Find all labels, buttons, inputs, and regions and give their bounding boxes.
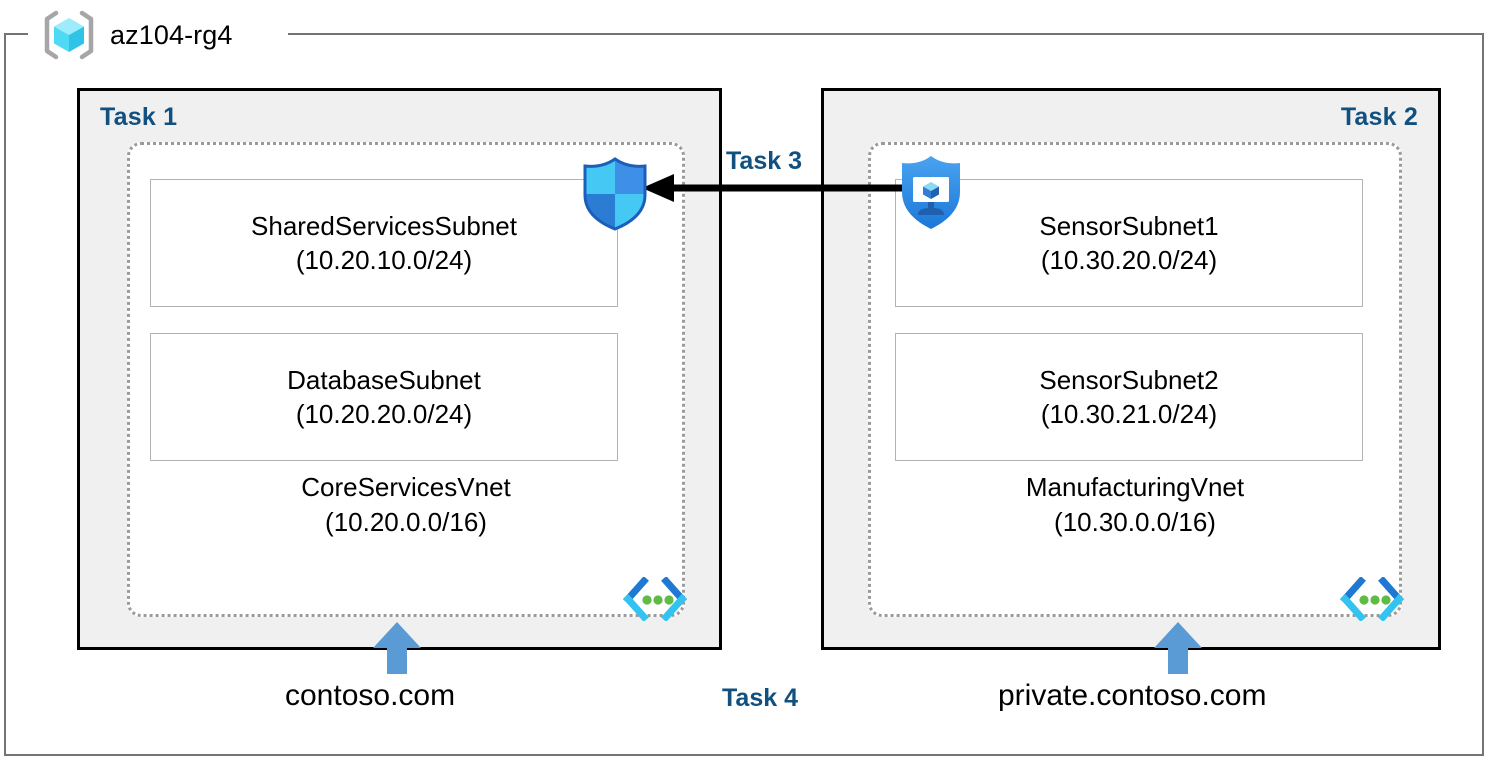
- up-arrow-icon: [373, 622, 421, 674]
- task-panel-1: Task 1 SharedServicesSubnet (10.20.10.0/…: [77, 88, 722, 650]
- vnet-cidr: (10.20.0.0/16): [325, 506, 487, 537]
- task-panel-2: Task 2 SensorSubnet1 (10.30.20.0/24) Sen…: [821, 88, 1441, 650]
- task-2-label: Task 2: [1340, 103, 1418, 131]
- task-1-label: Task 1: [100, 103, 178, 131]
- dns-zone-label-contoso: contoso.com: [285, 679, 456, 712]
- subnet-shared-services: SharedServicesSubnet (10.20.10.0/24): [150, 179, 618, 307]
- vnet-caption: ManufacturingVnet (10.30.0.0/16): [871, 470, 1399, 539]
- subnet-cidr: (10.20.20.0/24): [295, 399, 473, 429]
- resource-group-cube-icon: [40, 9, 98, 61]
- vnet-core-services: SharedServicesSubnet (10.20.10.0/24) Dat…: [127, 142, 687, 622]
- task-4-label: Task 4: [722, 684, 798, 712]
- subnet-name: SensorSubnet2: [1039, 364, 1219, 395]
- subnet-cidr: (10.20.10.0/24): [295, 245, 473, 275]
- vnet-name: ManufacturingVnet: [1025, 472, 1245, 502]
- subnet-cidr: (10.30.21.0/24): [1040, 399, 1218, 429]
- resource-group-name: az104-rg4: [110, 19, 233, 50]
- virtual-network-icon: [1339, 576, 1405, 622]
- security-shield-icon: [578, 155, 652, 233]
- up-arrow-icon: [1154, 622, 1202, 674]
- subnet-name: SharedServicesSubnet: [251, 210, 517, 241]
- peering-arrow-icon: [640, 172, 912, 204]
- subnet-sensor-1: SensorSubnet1 (10.30.20.0/24): [895, 179, 1363, 307]
- subnet-name: DatabaseSubnet: [287, 364, 481, 395]
- vnet-name: CoreServicesVnet: [301, 472, 511, 502]
- subnet-sensor-2: SensorSubnet2 (10.30.21.0/24): [895, 333, 1363, 461]
- virtual-network-icon: [622, 576, 688, 622]
- subnet-database: DatabaseSubnet (10.20.20.0/24): [150, 333, 618, 461]
- resource-group-frame: [4, 33, 1484, 756]
- subnet-cidr: (10.30.20.0/24): [1040, 245, 1218, 275]
- monitor-shield-icon: [896, 153, 966, 233]
- subnet-name: SensorSubnet1: [1039, 210, 1219, 241]
- vnet-manufacturing: SensorSubnet1 (10.30.20.0/24) SensorSubn…: [868, 142, 1404, 622]
- resource-group-title: az104-rg4: [40, 8, 232, 62]
- vnet-cidr: (10.30.0.0/16): [1054, 506, 1216, 537]
- task-3-label: Task 3: [722, 147, 806, 176]
- dns-zone-label-private-contoso: private.contoso.com: [998, 679, 1267, 712]
- vnet-caption: CoreServicesVnet (10.20.0.0/16): [130, 470, 682, 539]
